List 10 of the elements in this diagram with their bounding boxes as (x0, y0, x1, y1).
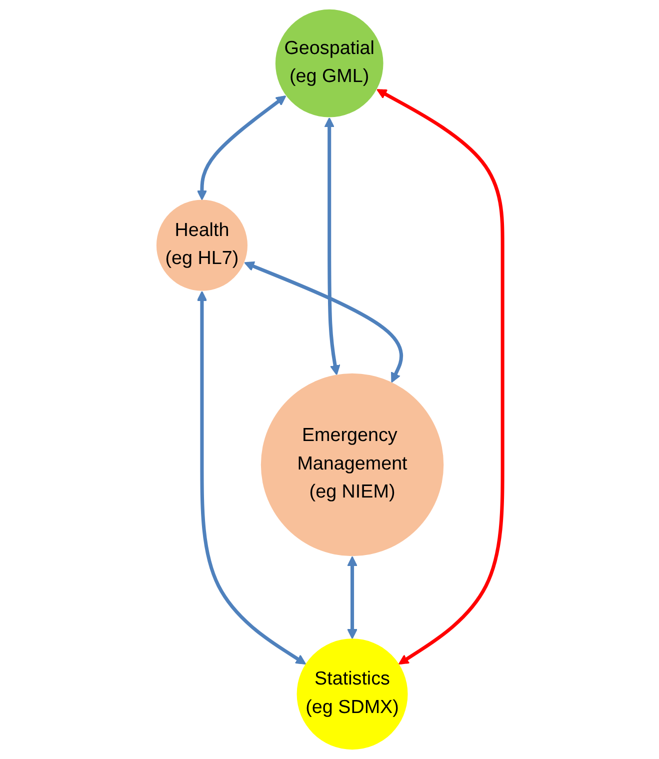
node-circle: Emergency Management (eg NIEM) (260, 373, 444, 556)
node-circle: Geospatial (eg GML) (275, 9, 384, 118)
arrow (347, 556, 358, 640)
arrow (196, 290, 306, 665)
node-circle: Statistics (eg SDMX) (296, 638, 408, 750)
node-circle: Health (eg HL7) (156, 200, 248, 291)
arrow (376, 89, 504, 665)
arrow (324, 117, 340, 376)
arrow (196, 95, 286, 200)
arrow (244, 261, 403, 383)
